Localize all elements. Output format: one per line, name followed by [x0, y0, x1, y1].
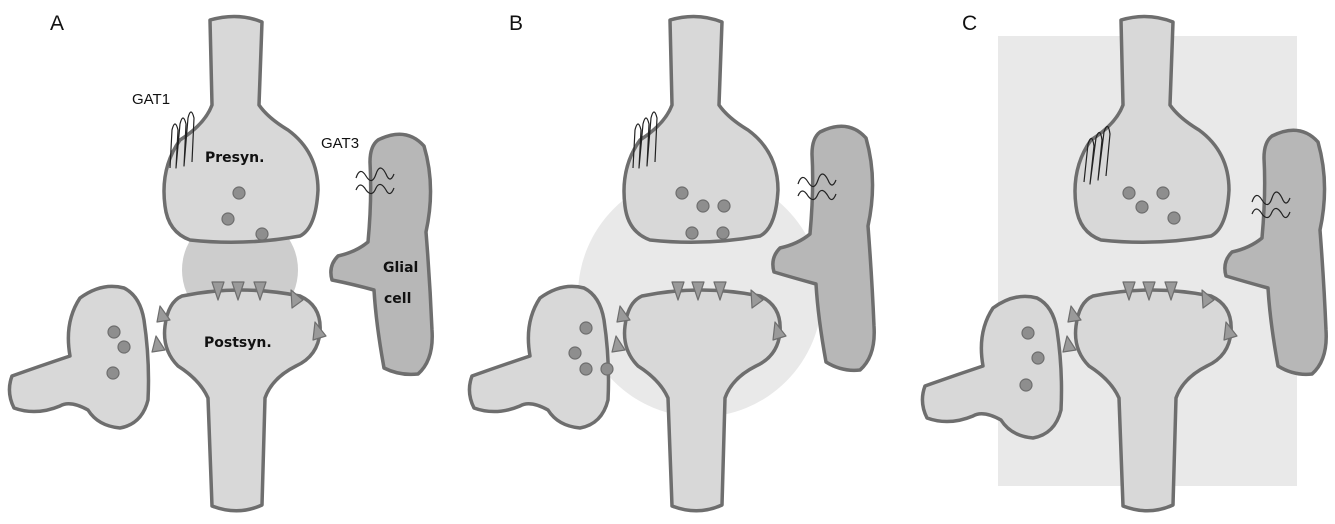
vesicle — [569, 347, 581, 359]
vesicle — [580, 322, 592, 334]
panel-a: A GAT1 GAT3 Presyn. Postsyn. Glial cell — [9, 12, 432, 511]
panel-label-c: C — [962, 12, 977, 35]
side-dendrite — [922, 296, 1061, 438]
vesicle — [233, 187, 245, 199]
gat1-label: GAT1 — [132, 91, 170, 108]
vesicle — [256, 228, 268, 240]
vesicle — [1022, 327, 1034, 339]
vesicle — [222, 213, 234, 225]
vesicle — [1168, 212, 1180, 224]
vesicle — [108, 326, 120, 338]
side-dendrite — [9, 286, 148, 428]
vesicle — [1123, 187, 1135, 199]
vesicle — [1136, 201, 1148, 213]
panel-c: C — [922, 12, 1326, 511]
vesicle — [118, 341, 130, 353]
vesicle — [1020, 379, 1032, 391]
glial-cell-label-line1: Glial — [383, 260, 418, 276]
vesicle — [107, 367, 119, 379]
gat3-label: GAT3 — [321, 135, 359, 152]
vesicle — [717, 227, 729, 239]
panel-label-a: A — [50, 12, 64, 35]
panel-label-b: B — [509, 12, 523, 35]
glial-cell — [331, 134, 432, 374]
presynaptic-label: Presyn. — [205, 150, 264, 166]
vesicle — [697, 200, 709, 212]
side-dendrite — [469, 286, 608, 428]
vesicle — [676, 187, 688, 199]
glial-cell-label-line2: cell — [384, 291, 411, 307]
postsynaptic-terminal — [165, 290, 321, 511]
panel-b: B — [469, 12, 874, 511]
vesicle — [1157, 187, 1169, 199]
vesicle — [601, 363, 613, 375]
vesicle — [1032, 352, 1044, 364]
vesicle — [580, 363, 592, 375]
postsynaptic-label: Postsyn. — [204, 335, 272, 351]
vesicle — [718, 200, 730, 212]
vesicle — [686, 227, 698, 239]
